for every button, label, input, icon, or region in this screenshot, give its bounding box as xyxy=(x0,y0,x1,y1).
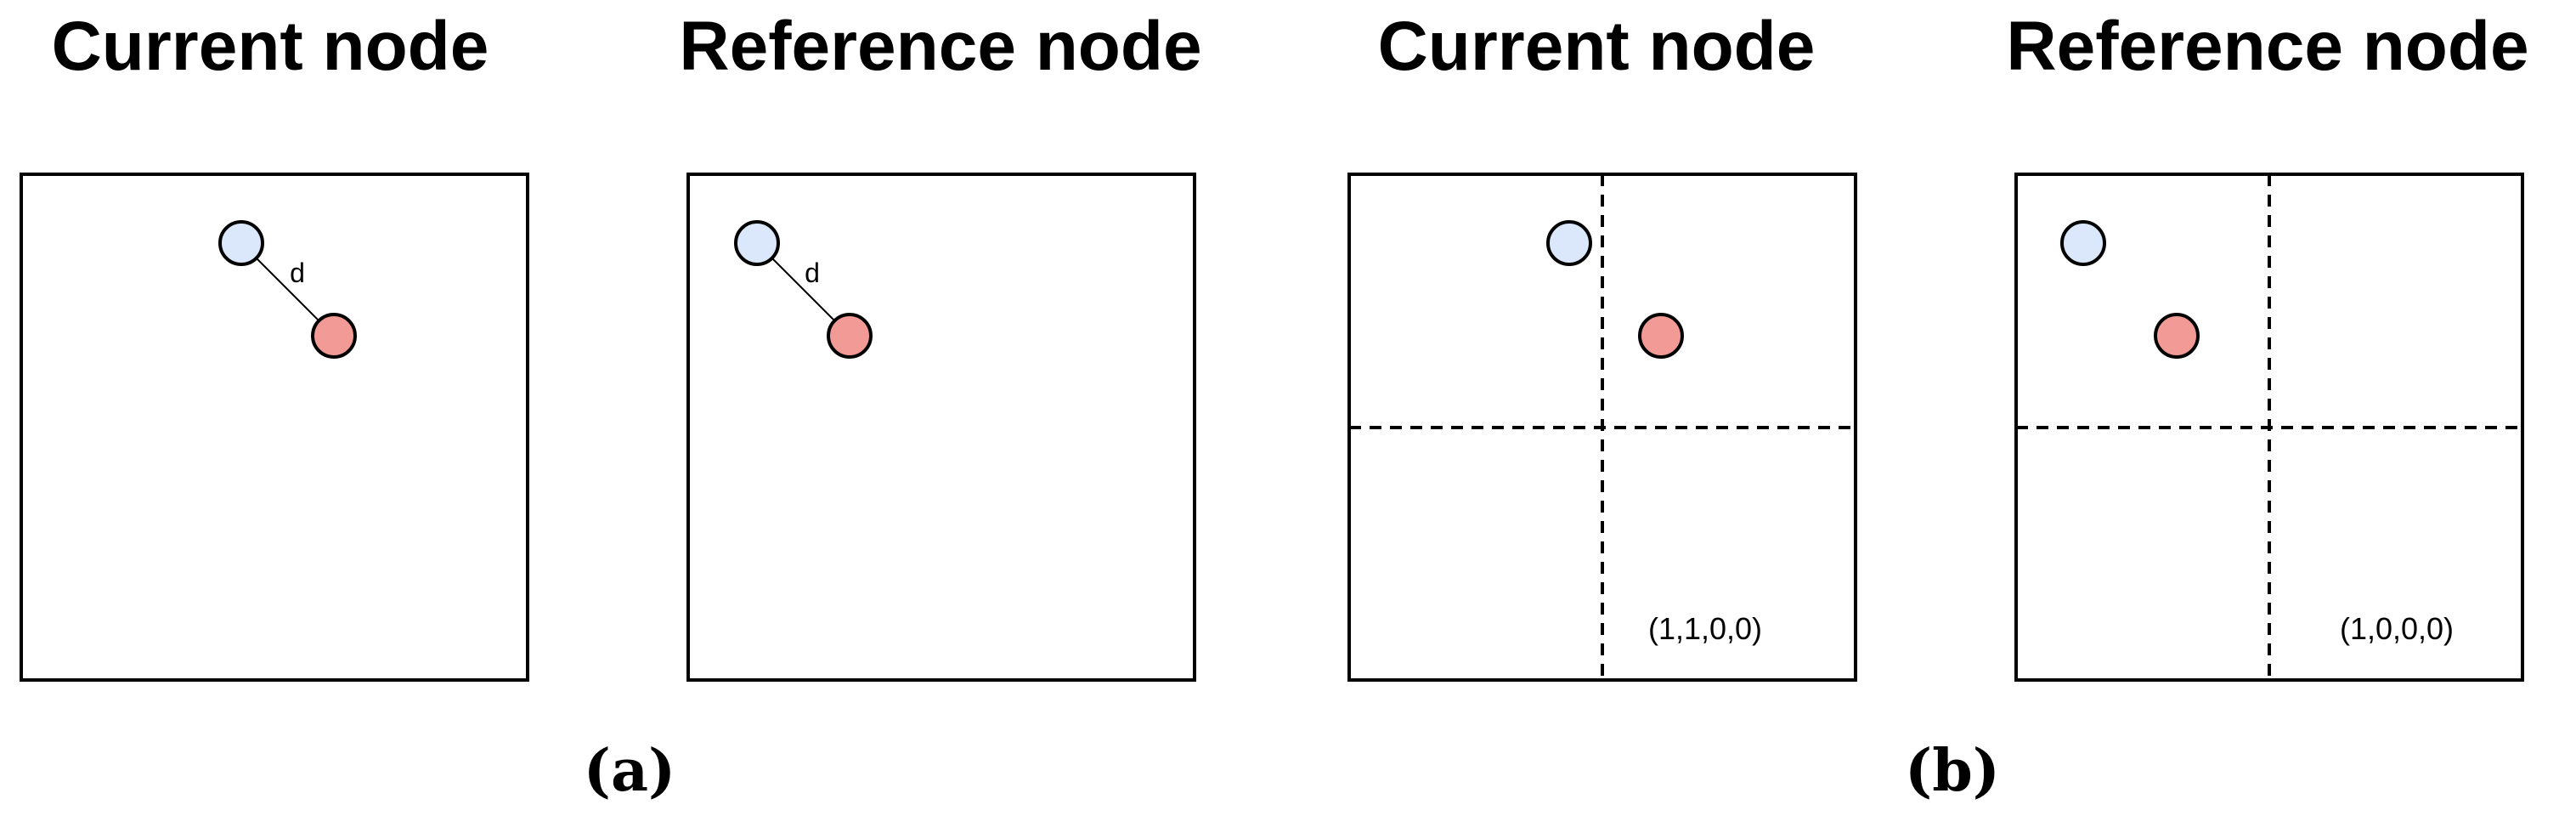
panel-a-current: Current node d xyxy=(20,8,529,682)
panel-title: Reference node xyxy=(679,8,1201,85)
blue-node xyxy=(1546,220,1592,266)
quadrant-code: (1,0,0,0) xyxy=(2340,611,2454,646)
caption-a: (a) xyxy=(584,737,675,805)
red-node xyxy=(311,313,357,359)
panel-title: Reference node xyxy=(2006,8,2528,85)
caption-b: (b) xyxy=(1905,737,2000,805)
panel-title: Current node xyxy=(52,8,489,85)
distance-label: d xyxy=(805,258,820,288)
panel-a-reference: Reference node d xyxy=(679,8,1202,682)
panel-b-current: Current node (1,1,0,0) xyxy=(1347,8,1857,682)
red-node xyxy=(2154,313,2200,359)
red-node xyxy=(1638,313,1684,359)
blue-node xyxy=(2060,220,2106,266)
blue-node xyxy=(734,220,780,266)
quadrant-code: (1,1,0,0) xyxy=(1648,611,1762,646)
blue-node xyxy=(218,220,264,266)
distance-label: d xyxy=(290,258,305,288)
panel-title: Current node xyxy=(1378,8,1816,85)
red-node xyxy=(827,313,873,359)
panel-box xyxy=(20,173,529,682)
panel-b-reference: Reference node (1,0,0,0) xyxy=(2006,8,2529,682)
